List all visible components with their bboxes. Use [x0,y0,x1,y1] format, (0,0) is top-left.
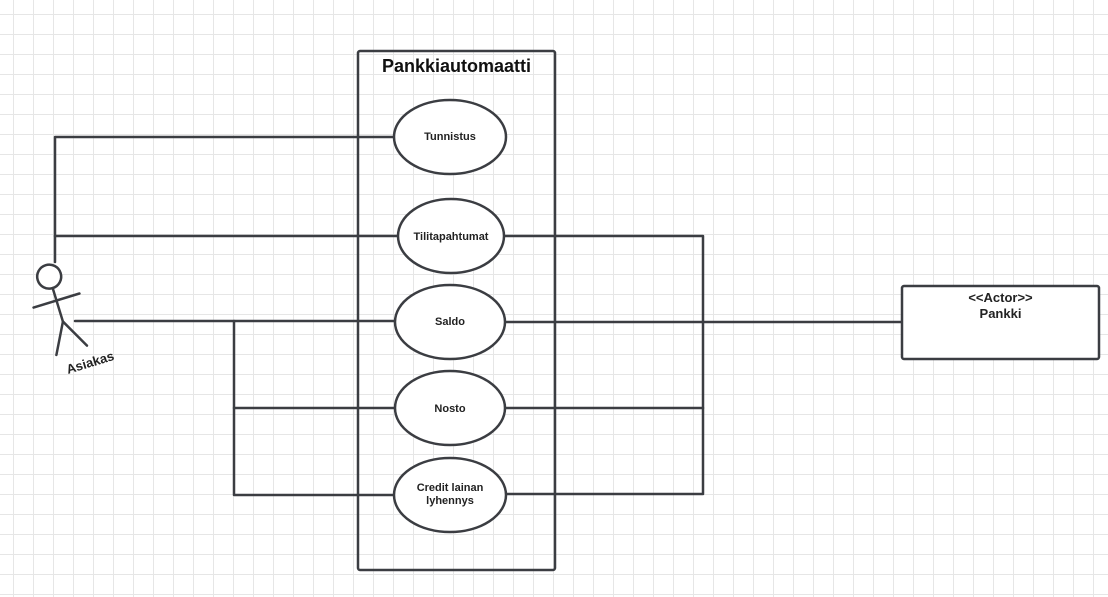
use-case-tilitapahtumat[interactable]: Tilitapahtumat [396,197,506,275]
use-case-tunnistus[interactable]: Tunnistus [392,98,508,176]
actor-pankki[interactable]: <<Actor>> Pankki [900,284,1101,361]
actor-asiakas[interactable]: Asiakas [23,258,116,377]
stick-figure-icon [32,263,89,357]
use-case-label-line-1: Credit lainan [417,482,484,494]
association-asiakas-tunnistus [53,135,397,264]
use-case-credit-lainan-lyhennys[interactable]: Credit lainan lyhennys [392,456,508,534]
association-nosto-pankki [503,320,705,410]
association-tilitapahtumat-pankki [503,234,705,324]
actor-box [900,284,1101,361]
association-credit-pankki [503,406,705,496]
use-case-label: Tilitapahtumat [414,231,489,243]
connectors [53,135,904,497]
actor-name: Pankki [980,306,1022,321]
use-case-ellipse [392,456,508,534]
use-case-saldo[interactable]: Saldo [393,283,507,361]
use-case-ellipse [392,98,508,176]
system-boundary[interactable] [356,49,557,572]
use-case-label-line-2: lyhennys [426,495,474,507]
use-case-nosto[interactable]: Nosto [393,369,507,447]
system-title: Pankkiautomaatti [382,56,531,76]
use-case-ellipse [396,197,506,275]
use-case-ellipse [393,369,507,447]
use-case-label: Saldo [435,316,465,328]
association-asiakas-nosto [232,319,397,410]
actor-name: Asiakas [64,348,115,377]
use-case-ellipse [393,283,507,361]
use-case-label: Nosto [434,403,465,415]
actor-stereotype: <<Actor>> [968,290,1033,305]
use-case-label: Tunnistus [424,131,476,143]
association-asiakas-credit [232,406,397,497]
